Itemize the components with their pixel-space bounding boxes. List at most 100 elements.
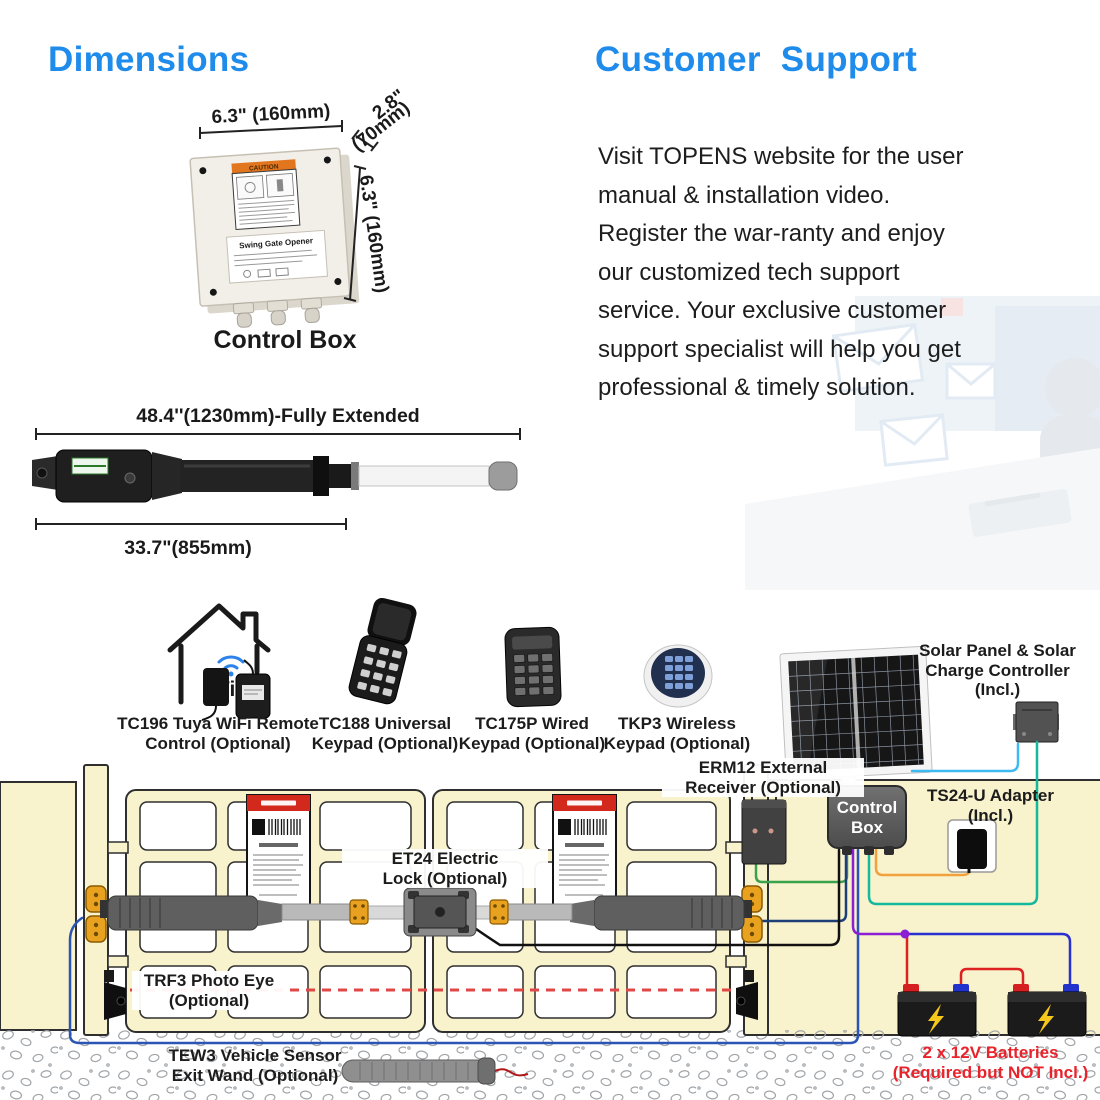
support-line: Register the war-ranty and enjoy — [598, 220, 945, 247]
desk-shape — [745, 448, 1100, 590]
support-title: Customer Support — [595, 40, 918, 79]
erm12-label: ERM12 External Receiver (Optional) — [662, 758, 864, 797]
gate-brackets — [107, 841, 747, 968]
tew3-label-line2: Exit Wand (Optional) — [171, 1065, 339, 1085]
battery-feed-wire — [851, 846, 907, 936]
control-box-label: Control Box — [826, 798, 908, 837]
solar-label-line1: Solar Panel & Solar — [919, 641, 1076, 660]
envelope-icon — [831, 322, 997, 467]
tc175p-label-line1: TC175P Wired — [475, 714, 589, 733]
et24-label: ET24 Electric Lock (Optional) — [342, 849, 548, 888]
batteries-label: 2 x 12V Batteries (Required but NOT Incl… — [878, 1043, 1100, 1082]
control-box-unit — [827, 785, 907, 855]
dimensions-title: Dimensions — [48, 40, 250, 79]
tew3-label-line1: TEW3 Vehicle Sensor — [168, 1046, 342, 1065]
left-actuator — [100, 895, 355, 931]
retracted-dimension-line — [35, 518, 347, 530]
caution-label: CAUTION — [231, 159, 301, 231]
left-wall — [0, 781, 77, 1031]
batteries-label-line2: (Required but NOT Incl.) — [892, 1062, 1089, 1082]
exit-wand — [341, 1057, 529, 1085]
gravel-ground — [0, 1030, 1100, 1100]
photo-eye-wire — [68, 848, 860, 1045]
et24-label-line2: Lock (Optional) — [382, 868, 508, 888]
electric-lock — [403, 887, 477, 937]
hand-shape — [984, 492, 1041, 507]
ts24-label-line2: (Incl.) — [967, 805, 1014, 825]
support-line: manual & installation video. — [598, 181, 891, 209]
control-box-label-line2: Box — [850, 817, 884, 837]
product-label: Swing Gate Opener — [225, 229, 329, 284]
notification-shape — [941, 298, 963, 316]
extended-dimension: 48.4''(1230mm)-Fully Extended — [136, 405, 419, 427]
solar-label: Solar Panel & Solar Charge Controller (I… — [895, 641, 1100, 700]
erm12-label-line2: Receiver (Optional) — [685, 777, 841, 797]
flip-keypad-icon — [348, 597, 417, 705]
wired-keypad-icon — [504, 626, 562, 708]
erm12-label-line1: ERM12 External — [698, 758, 828, 777]
lock-wire — [464, 848, 841, 947]
tkp3-label-line1: TKP3 Wireless — [618, 714, 736, 733]
tc196-label-line1: TC196 Tuya WiFi Remote — [117, 714, 319, 733]
battery-1 — [897, 984, 977, 1037]
control-box-drawing: CAUTION Swing Gate Opener — [189, 147, 360, 328]
charge-controller — [1013, 701, 1059, 743]
support-line: service. Your exclusive customer — [598, 297, 947, 324]
trf3-label-line1: TRF3 Photo Eye — [143, 971, 275, 990]
photo-eye-left — [104, 970, 126, 1020]
control-box-figure: CAUTION Swing Gate Opener — [189, 88, 410, 328]
charge-controller-wire — [867, 740, 1039, 906]
batteries-label-line1: 2 x 12V Batteries — [922, 1043, 1059, 1062]
tkp3-label-line2: Keypad (Optional) — [603, 733, 751, 753]
support-paragraph: Visit TOPENS website for the user manual… — [598, 138, 1048, 408]
wire-junction — [900, 929, 910, 939]
retracted-dimension: 33.7"(855mm) — [124, 537, 251, 559]
height-dimension: 6.3" (160mm) — [355, 174, 392, 295]
warning-sign-right — [552, 794, 617, 908]
support-line: professional & timely solution. — [598, 374, 916, 401]
wifi-icon — [217, 655, 245, 670]
support-line: our customized tech support — [598, 258, 900, 286]
width-dimension: 6.3" (160mm) — [211, 101, 331, 128]
tc175p-label-line2: Keypad (Optional) — [458, 733, 606, 753]
wiring — [68, 740, 1072, 1045]
cable-glands — [232, 297, 323, 328]
power-adapter — [947, 819, 997, 873]
adapter-wire — [874, 846, 971, 877]
solar-label-line2: Charge Controller — [925, 660, 1070, 680]
tc175p-label: TC175P Wired Keypad (Optional) — [432, 714, 632, 753]
trf3-label-line2: (Optional) — [168, 990, 250, 1010]
tc188-label-line1: TC188 Universal — [318, 714, 452, 733]
hinge-slots — [93, 892, 755, 937]
caution-text: CAUTION — [249, 163, 279, 172]
support-line: Visit TOPENS website for the user — [598, 143, 964, 170]
battery-negative-wire — [903, 932, 1072, 988]
actuator-figure: 48.4''(1230mm)-Fully Extended 33.7"(855m… — [32, 405, 521, 559]
tc196-label: TC196 Tuya WiFi Remote Control (Optional… — [68, 714, 368, 753]
dimension-lines — [199, 120, 379, 302]
clamp-bolts — [353, 904, 505, 920]
tkp3-label: TKP3 Wireless Keypad (Optional) — [577, 714, 777, 753]
et24-label-line1: ET24 Electric — [391, 849, 499, 868]
extended-dimension-line — [35, 428, 521, 440]
battery-series-wire — [959, 967, 1025, 990]
tc196-label-line2: Control (Optional) — [145, 733, 291, 753]
control-box-label-line1: Control — [836, 798, 898, 817]
wireless-keypad-icon — [643, 644, 713, 708]
gate-actuators — [100, 887, 752, 937]
control-box-caption: Control Box — [213, 326, 357, 354]
tc188-label-line2: Keypad (Optional) — [311, 733, 459, 753]
solar-wire — [910, 742, 1020, 773]
tew3-label: TEW3 Vehicle Sensor Exit Wand (Optional) — [150, 1046, 360, 1085]
corner-screws — [199, 156, 342, 296]
tc188-label: TC188 Universal Keypad (Optional) — [285, 714, 485, 753]
solar-panel — [779, 645, 933, 781]
solar-label-line3: (Incl.) — [974, 680, 1021, 699]
wand-wire — [494, 1068, 529, 1077]
support-background-photo — [745, 296, 1100, 590]
support-line: support specialist will help you get — [598, 335, 961, 363]
trf3-label: TRF3 Photo Eye (Optional) — [132, 971, 286, 1010]
ts24-label: TS24-U Adapter (Incl.) — [888, 786, 1093, 825]
photo-eye-right — [736, 970, 758, 1020]
